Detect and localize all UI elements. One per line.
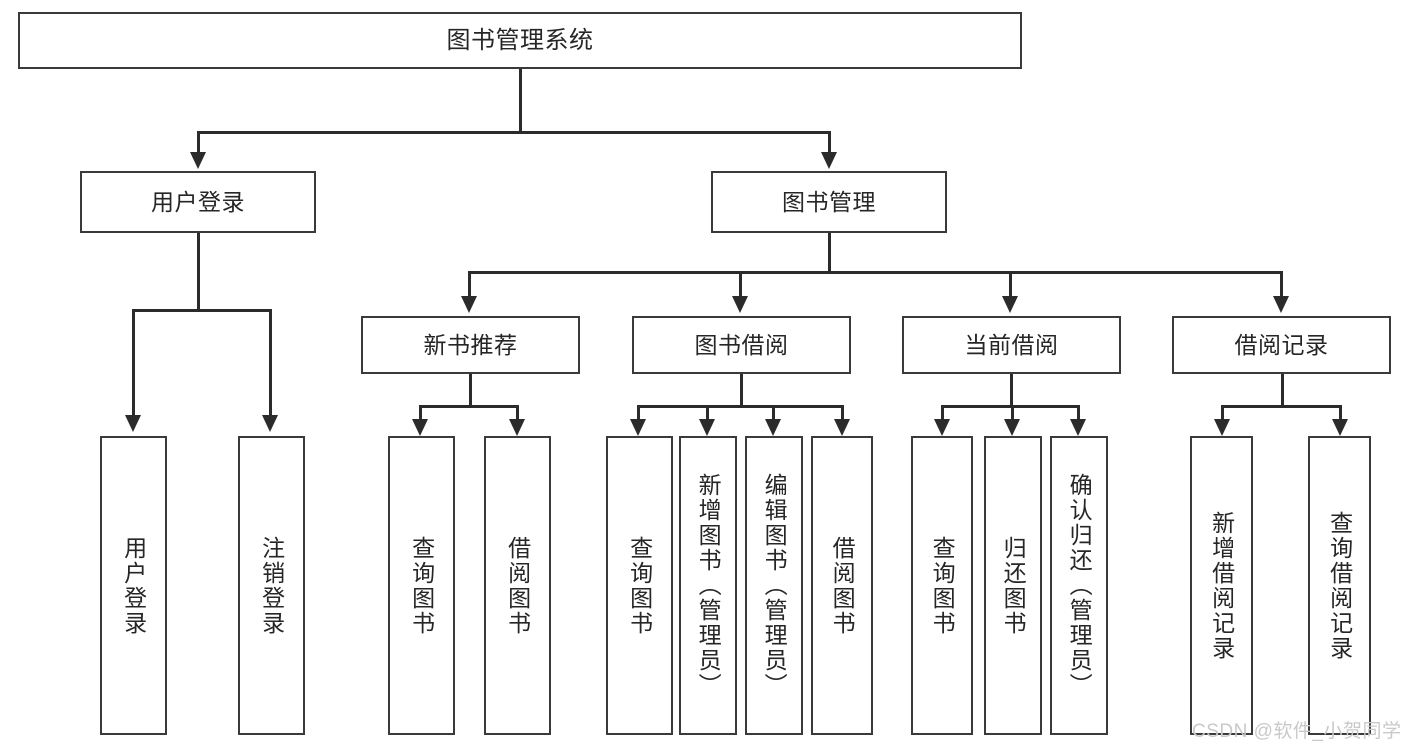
arrow-leaf-confirm-return [1070,419,1086,436]
arrow-to-current-borrow [1002,296,1018,313]
leaf-borrow-book-label: 借阅图书 [829,535,856,636]
connector-borrow-c2 [706,405,709,421]
arrow-leaf-query-book-2 [630,419,646,436]
arrow-to-book-mgmt [821,152,837,169]
leaf-confirm-return-admin-label: 确认归还（管理员） [1066,473,1093,698]
connector-borrow-c4 [841,405,844,421]
node-new-book-recommend[interactable]: 新书推荐 [361,316,580,374]
connector-current-trunk [1010,374,1013,407]
connector-user-login-bar [132,309,271,312]
connector-new-books-bar [419,405,518,408]
leaf-user-login-label: 用户登录 [120,535,147,636]
leaf-add-book-admin[interactable]: 新增图书（管理员） [679,436,737,735]
connector-borrow-c3 [772,405,775,421]
connector-current-c1 [941,405,944,421]
connector-book-mgmt-bar [468,271,1282,274]
connector-root-bar [198,131,831,134]
leaf-return-book-label: 归还图书 [1000,535,1027,636]
leaf-query-book-borrow[interactable]: 查询图书 [606,436,673,735]
leaf-query-book-recommend[interactable]: 查询图书 [388,436,455,735]
connector-borrow-bar [637,405,843,408]
leaf-borrow-book-recommend[interactable]: 借阅图书 [484,436,551,735]
connector-borrow-trunk [740,374,743,407]
connector-book-mgmt-trunk [828,233,831,273]
connector-records-c1 [1221,405,1224,421]
leaf-borrow-book-recommend-label: 借阅图书 [504,535,531,636]
leaf-user-login[interactable]: 用户登录 [100,436,167,735]
leaf-query-book-borrow-label: 查询图书 [626,535,653,636]
node-root-system-label: 图书管理系统 [446,26,594,54]
leaf-add-borrow-record[interactable]: 新增借阅记录 [1190,436,1253,735]
connector-user-login-right [269,309,272,417]
arrow-leaf-borrow-book-2 [834,419,850,436]
arrow-leaf-logout [262,415,278,432]
leaf-return-book[interactable]: 归还图书 [984,436,1042,735]
leaf-add-book-admin-label: 新增图书（管理员） [695,473,722,698]
connector-root-trunk [519,69,522,131]
arrow-leaf-add-book [699,419,715,436]
leaf-confirm-return-admin[interactable]: 确认归还（管理员） [1050,436,1108,735]
leaf-query-book-current[interactable]: 查询图书 [911,436,973,735]
node-borrow-records-label: 借阅记录 [1234,331,1329,358]
connector-to-book-mgmt [828,131,831,154]
connector-new-books-c1 [419,405,422,421]
leaf-borrow-book[interactable]: 借阅图书 [811,436,873,735]
connector-new-books-c2 [516,405,519,421]
leaf-logout[interactable]: 注销登录 [238,436,305,735]
arrow-leaf-user-login [125,415,141,432]
leaf-logout-label: 注销登录 [258,535,285,636]
connector-borrow-c1 [637,405,640,421]
leaf-edit-book-admin[interactable]: 编辑图书（管理员） [745,436,803,735]
arrow-leaf-edit-book [765,419,781,436]
leaf-edit-book-admin-label: 编辑图书（管理员） [761,473,788,698]
arrow-leaf-query-book-1 [412,419,428,436]
arrow-leaf-borrow-book-1 [509,419,525,436]
arrow-leaf-query-book-3 [934,419,950,436]
arrow-to-borrow-records [1273,296,1289,313]
connector-records-trunk [1281,374,1284,407]
node-borrow-records[interactable]: 借阅记录 [1172,316,1391,374]
arrow-to-user-login [190,152,206,169]
node-book-management[interactable]: 图书管理 [711,171,947,233]
node-book-borrow[interactable]: 图书借阅 [632,316,851,374]
node-book-management-label: 图书管理 [782,188,876,215]
node-book-borrow-label: 图书借阅 [694,331,789,358]
connector-new-books-trunk [469,374,472,407]
arrow-leaf-query-record [1332,419,1348,436]
connector-current-c3 [1077,405,1080,421]
connector-records-c2 [1339,405,1342,421]
connector-user-login-trunk [197,233,200,311]
node-current-borrow[interactable]: 当前借阅 [902,316,1121,374]
arrow-leaf-return-book [1004,419,1020,436]
connector-current-bar [941,405,1079,408]
arrow-to-new-books [461,296,477,313]
node-user-login-label: 用户登录 [151,188,245,215]
connector-to-new-books [468,271,471,298]
csdn-watermark: CSDN @软件_小贺同学 [1192,721,1402,742]
leaf-query-book-current-label: 查询图书 [929,535,956,636]
connector-to-current-borrow [1009,271,1012,298]
node-user-login[interactable]: 用户登录 [80,171,316,233]
leaf-query-borrow-record-label: 查询借阅记录 [1326,510,1353,661]
arrow-leaf-add-record [1214,419,1230,436]
node-new-book-recommend-label: 新书推荐 [423,331,518,358]
connector-user-login-left [132,309,135,417]
connector-current-c2 [1011,405,1014,421]
node-current-borrow-label: 当前借阅 [964,331,1059,358]
leaf-query-book-recommend-label: 查询图书 [408,535,435,636]
connector-to-borrow [739,271,742,298]
connector-records-bar [1221,405,1340,408]
connector-to-user-login [197,131,200,154]
node-root-system[interactable]: 图书管理系统 [18,12,1022,69]
connector-to-borrow-records [1280,271,1283,298]
leaf-query-borrow-record[interactable]: 查询借阅记录 [1308,436,1371,735]
leaf-add-borrow-record-label: 新增借阅记录 [1208,510,1235,661]
arrow-to-borrow [732,296,748,313]
